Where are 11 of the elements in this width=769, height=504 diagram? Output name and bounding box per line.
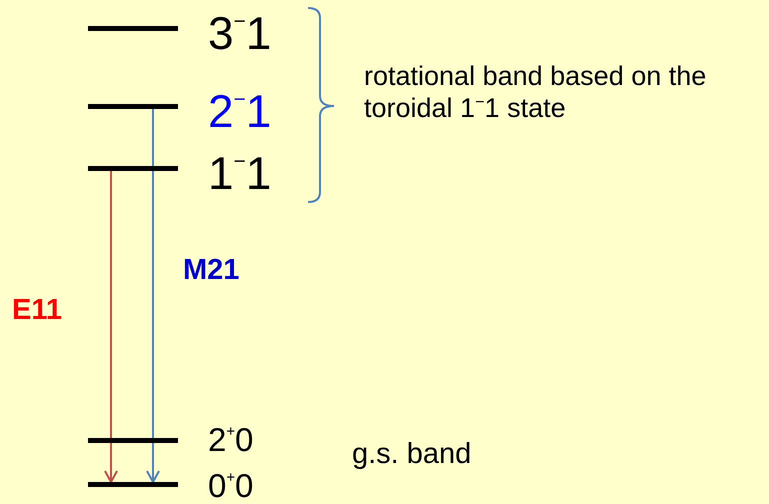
level-label: 2$^{−}$1 (208, 88, 272, 134)
band-note: rotational band based on the toroidal 1$^{−}$1 state (364, 60, 708, 125)
level-label: 1$^{−}$1 (208, 150, 272, 196)
level-label: 0$^{+}$0 (208, 469, 254, 502)
level-label: 3$^{−}$1 (208, 10, 272, 56)
transition-label: E11 (12, 296, 62, 325)
transition-arrow (146, 109, 160, 483)
band-note: g.s. band (352, 437, 472, 472)
transition-arrow (104, 171, 118, 483)
transition-label: M21 (183, 256, 240, 285)
level-label: 2$^{+}$0 (208, 423, 254, 456)
